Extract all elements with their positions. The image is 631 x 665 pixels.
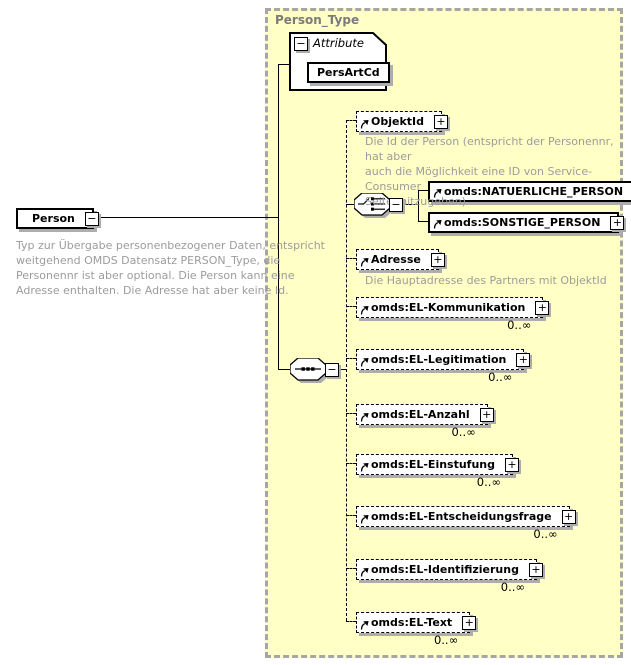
connector-line-dashed — [346, 515, 356, 516]
expand-icon[interactable]: + — [516, 352, 531, 367]
element-label: omds:EL-Anzahl — [371, 408, 470, 421]
element-label: ObjektId — [371, 115, 424, 128]
natuerliche-person-box[interactable]: omds:NATUERLICHE_PERSON + — [428, 181, 631, 202]
element-el-entscheidungsfrage: omds:EL-Entscheidungsfrage + 0..∞ — [356, 505, 576, 541]
occurrence-label: 0..∞ — [433, 633, 459, 647]
element-objektid: ObjektId + — [356, 110, 448, 132]
reference-arrow-icon — [360, 358, 369, 367]
reference-arrow-icon — [433, 189, 442, 198]
connector-line — [278, 64, 290, 65]
reference-arrow-icon — [433, 220, 442, 229]
element-el-legitimation: omds:EL-Legitimation + 0..∞ — [356, 348, 531, 384]
element-sonstige-person: omds:SONSTIGE_PERSON + — [428, 211, 625, 233]
element-el-einstufung: omds:EL-Einstufung + 0..∞ — [356, 453, 520, 489]
connector-line-dashed — [346, 120, 356, 121]
connector-line-dashed — [346, 358, 356, 359]
person-box[interactable]: Person − — [16, 208, 99, 229]
reference-arrow-icon — [360, 120, 369, 129]
occurrence-label: 0..∞ — [476, 475, 502, 489]
expand-icon[interactable]: + — [561, 509, 576, 524]
element-el-anzahl: omds:EL-Anzahl + 0..∞ — [356, 403, 494, 439]
reference-arrow-icon — [360, 258, 369, 267]
element-label: Adresse — [371, 253, 421, 266]
reference-arrow-icon — [360, 463, 369, 472]
collapse-icon[interactable]: − — [325, 363, 339, 377]
connector-line-dashed — [346, 306, 356, 307]
expand-icon[interactable]: + — [535, 300, 550, 315]
choice-icon[interactable] — [354, 193, 395, 220]
reference-arrow-icon — [360, 568, 369, 577]
connector-line-dashed — [346, 258, 356, 259]
connector-line-dashed — [346, 568, 356, 569]
adresse-box[interactable]: Adresse + — [356, 249, 445, 270]
el-entscheidungsfrage-box[interactable]: omds:EL-Entscheidungsfrage + — [356, 506, 576, 527]
element-natuerliche-person: omds:NATUERLICHE_PERSON + — [428, 180, 631, 202]
el-text-box[interactable]: omds:EL-Text + — [356, 612, 477, 633]
el-identifizierung-box[interactable]: omds:EL-Identifizierung + — [356, 559, 543, 580]
el-anzahl-box[interactable]: omds:EL-Anzahl + — [356, 404, 494, 425]
connector-line — [418, 190, 428, 191]
element-label: omds:SONSTIGE_PERSON — [444, 216, 601, 229]
connector-line-dashed — [346, 120, 347, 621]
element-el-kommunikation: omds:EL-Kommunikation + 0..∞ — [356, 296, 550, 332]
attribute-persartcd: PersArtCd — [307, 61, 390, 83]
sonstige-person-box[interactable]: omds:SONSTIGE_PERSON + — [428, 212, 625, 233]
connector-line — [401, 204, 418, 205]
element-label: omds:EL-Text — [371, 616, 453, 629]
objektid-box[interactable]: ObjektId + — [356, 111, 448, 132]
element-label: omds:EL-Einstufung — [371, 458, 496, 471]
persartcd-box[interactable]: PersArtCd — [307, 62, 390, 83]
reference-arrow-icon — [360, 621, 369, 630]
sequence-icon[interactable] — [290, 358, 331, 385]
collapse-icon[interactable]: − — [84, 211, 99, 226]
connector-line — [418, 221, 428, 222]
connector-line-dashed — [346, 621, 356, 622]
adresse-annotation: Die Hauptadresse des Partners mit Objekt… — [365, 274, 607, 287]
persartcd-label: PersArtCd — [317, 66, 380, 79]
occurrence-label: 0..∞ — [533, 527, 558, 541]
connector-line — [278, 369, 290, 370]
reference-arrow-icon — [360, 306, 369, 315]
collapse-icon[interactable]: − — [389, 198, 403, 212]
occurrence-label: 0..∞ — [451, 425, 476, 439]
connector-line — [278, 64, 279, 370]
occurrence-label: 0..∞ — [500, 580, 525, 594]
reference-arrow-icon — [360, 413, 369, 422]
connector-line-dashed — [346, 413, 356, 414]
collapse-icon[interactable]: − — [294, 37, 308, 51]
attribute-section-label: Attribute — [313, 36, 364, 50]
element-label: omds:EL-Kommunikation — [371, 301, 526, 314]
element-el-identifizierung: omds:EL-Identifizierung + 0..∞ — [356, 558, 543, 594]
connector-line — [418, 190, 419, 222]
expand-icon[interactable]: + — [462, 615, 477, 630]
reference-arrow-icon — [360, 515, 369, 524]
element-person: Person − — [16, 207, 99, 229]
objektid-annotation: Die Id der Person (entspricht der Person… — [365, 135, 614, 208]
expand-icon[interactable]: + — [430, 252, 445, 267]
expand-icon[interactable]: + — [528, 562, 543, 577]
element-adresse: Adresse + — [356, 248, 445, 270]
expand-icon[interactable]: + — [479, 407, 494, 422]
element-label: omds:EL-Identifizierung — [371, 563, 519, 576]
person-annotation: Typ zur Übergabe personenbezogener Daten… — [16, 239, 325, 297]
expand-icon[interactable]: + — [610, 215, 625, 230]
connector-line — [76, 217, 278, 218]
el-einstufung-box[interactable]: omds:EL-Einstufung + — [356, 454, 520, 475]
type-title: Person_Type — [275, 13, 360, 27]
connector-line — [337, 369, 346, 370]
connector-line-dashed — [346, 463, 356, 464]
occurrence-label: 0..∞ — [507, 318, 532, 332]
element-label: omds:NATUERLICHE_PERSON — [444, 185, 624, 198]
element-label: omds:EL-Entscheidungsfrage — [371, 510, 552, 523]
el-kommunikation-box[interactable]: omds:EL-Kommunikation + — [356, 297, 550, 318]
connector-line — [346, 204, 354, 205]
expand-icon[interactable]: + — [505, 457, 520, 472]
element-label: omds:EL-Legitimation — [371, 353, 507, 366]
element-el-text: omds:EL-Text + 0..∞ — [356, 611, 477, 647]
el-legitimation-box[interactable]: omds:EL-Legitimation + — [356, 349, 531, 370]
person-label: Person — [32, 212, 75, 225]
occurrence-label: 0..∞ — [488, 370, 513, 384]
expand-icon[interactable]: + — [434, 114, 448, 129]
